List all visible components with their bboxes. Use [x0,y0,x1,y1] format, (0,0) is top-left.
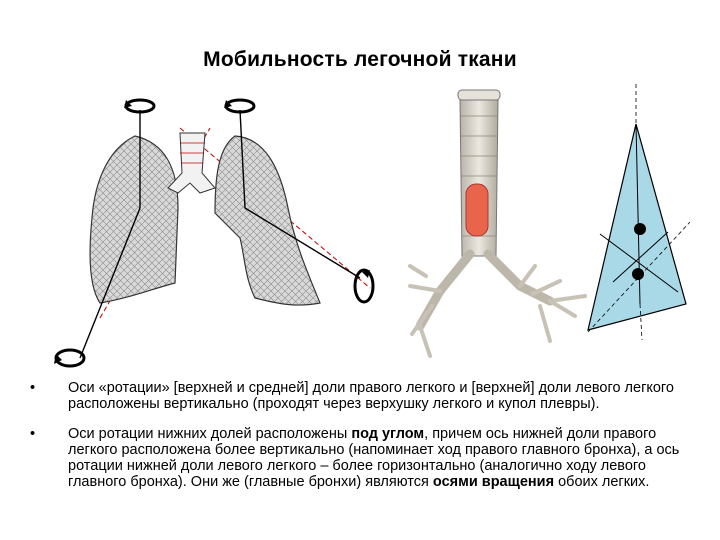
slide-title: Мобильность легочной ткани [203,48,517,71]
bullet-marker: • [30,426,36,442]
axis-point-upper [634,223,646,235]
bullet-text-part: Оси ротации нижних долей расположены [68,426,352,442]
bullet-item-upper-axes: • Оси «ротации» [верхней и средней] доли… [30,380,680,412]
axis-point-lower [632,268,644,280]
bullet-list: • Оси «ротации» [верхней и средней] доли… [30,380,680,504]
bold-term: осями вращения [432,474,555,490]
lungs-rotation-axes-diagram [54,98,375,368]
bullet-text: Оси «ротации» [верхней и средней] доли п… [68,380,674,412]
bullet-text-part: обоих легких. [554,474,650,490]
bullet-marker: • [30,380,36,396]
bold-term: под углом [351,426,425,442]
trachea-bronchial-tree-illustration [408,89,587,358]
trachea-muscle-highlight [465,183,489,237]
pyramid-axes-diagram [587,84,691,341]
bullet-item-lower-axes: • Оси ротации нижних долей расположены п… [30,426,680,490]
bullet-text-part: , причем ось нижней доли правого легкого… [68,426,680,490]
